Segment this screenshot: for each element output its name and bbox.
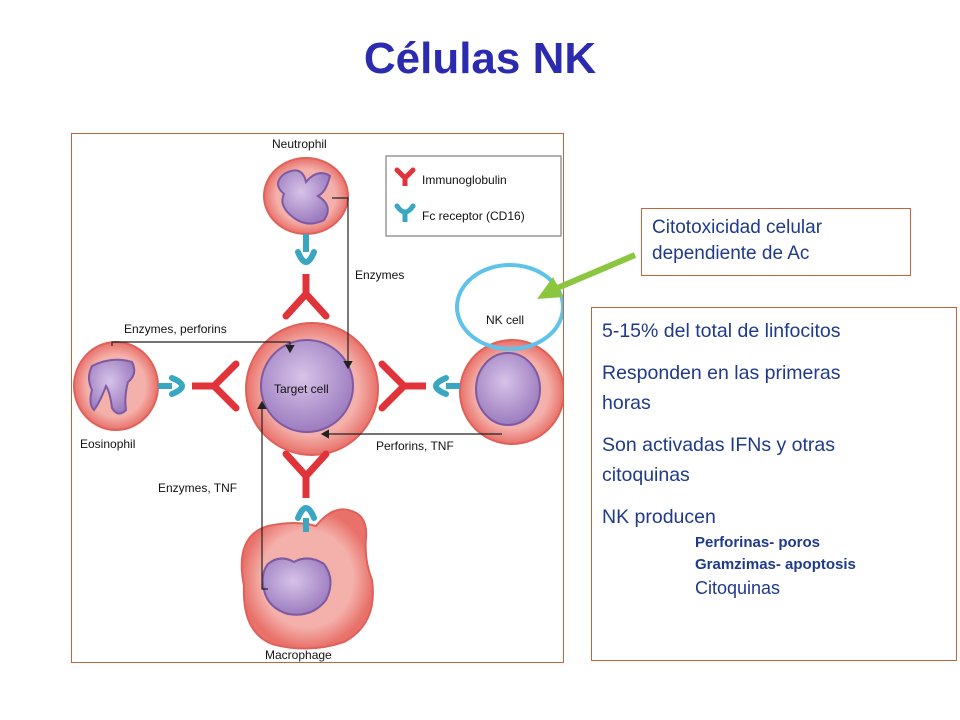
nk-binding bbox=[378, 360, 460, 412]
neutrophil-cell: Neutrophil bbox=[263, 137, 349, 235]
label-nk-cell: NK cell bbox=[486, 313, 524, 327]
nk-highlight-ring bbox=[455, 263, 563, 351]
slide-title: Células NK bbox=[363, 34, 597, 83]
label-enzymes: Enzymes bbox=[355, 268, 404, 282]
adcc-figure: Immunoglobulin Fc receptor (CD16) Target… bbox=[71, 133, 564, 663]
label-enzymes-tnf: Enzymes, TNF bbox=[158, 481, 237, 495]
nk-info-box: 5-15% del total de linfocitos Responden … bbox=[591, 307, 957, 661]
label-neutrophil: Neutrophil bbox=[272, 137, 327, 151]
info-respond-line-2: horas bbox=[602, 392, 651, 414]
adcc-diagram: Immunoglobulin Fc receptor (CD16) Target… bbox=[73, 137, 563, 662]
neutrophil-binding bbox=[282, 234, 330, 320]
info-product-granzymes: Gramzimas- apoptosis bbox=[695, 556, 856, 573]
immunoglobulin-icon bbox=[394, 167, 416, 186]
nk-cell: NK cell bbox=[459, 313, 563, 445]
target-cell: Target cell bbox=[245, 322, 379, 456]
label-target-cell: Target cell bbox=[274, 382, 329, 396]
fc-receptor-icon bbox=[394, 203, 416, 222]
adcc-callout: Citotoxicidad celular dependiente de Ac bbox=[641, 208, 911, 276]
label-macrophage: Macrophage bbox=[265, 648, 332, 662]
macrophage-binding bbox=[282, 450, 330, 532]
callout-line-2: dependiente de Ac bbox=[652, 243, 810, 264]
label-perforins-tnf: Perforins, TNF bbox=[376, 439, 454, 453]
macrophage-cell: Macrophage bbox=[240, 508, 374, 662]
eosinophil-cell: Eosinophil bbox=[73, 341, 159, 451]
info-activated-line-2: citoquinas bbox=[602, 464, 690, 486]
legend-immunoglobulin: Immunoglobulin bbox=[422, 173, 507, 187]
info-activated-line-1: Son activadas IFNs y otras bbox=[602, 434, 836, 456]
eosinophil-binding bbox=[158, 360, 240, 412]
info-produce-heading: NK producen bbox=[602, 506, 716, 528]
info-respond-line-1: Responden en las primeras bbox=[602, 362, 841, 384]
info-product-perforins: Perforinas- poros bbox=[695, 534, 821, 551]
secretion-arrows bbox=[111, 197, 502, 590]
info-product-cytokines: Citoquinas bbox=[695, 578, 781, 598]
legend: Immunoglobulin Fc receptor (CD16) bbox=[385, 155, 562, 237]
info-percentage: 5-15% del total de linfocitos bbox=[602, 320, 841, 342]
legend-fc-receptor: Fc receptor (CD16) bbox=[422, 209, 525, 223]
label-eosinophil: Eosinophil bbox=[80, 437, 135, 451]
label-enzymes-perforins: Enzymes, perforins bbox=[124, 322, 227, 336]
callout-line-1: Citotoxicidad celular bbox=[652, 217, 823, 238]
pointer-arrow-icon bbox=[537, 252, 637, 299]
